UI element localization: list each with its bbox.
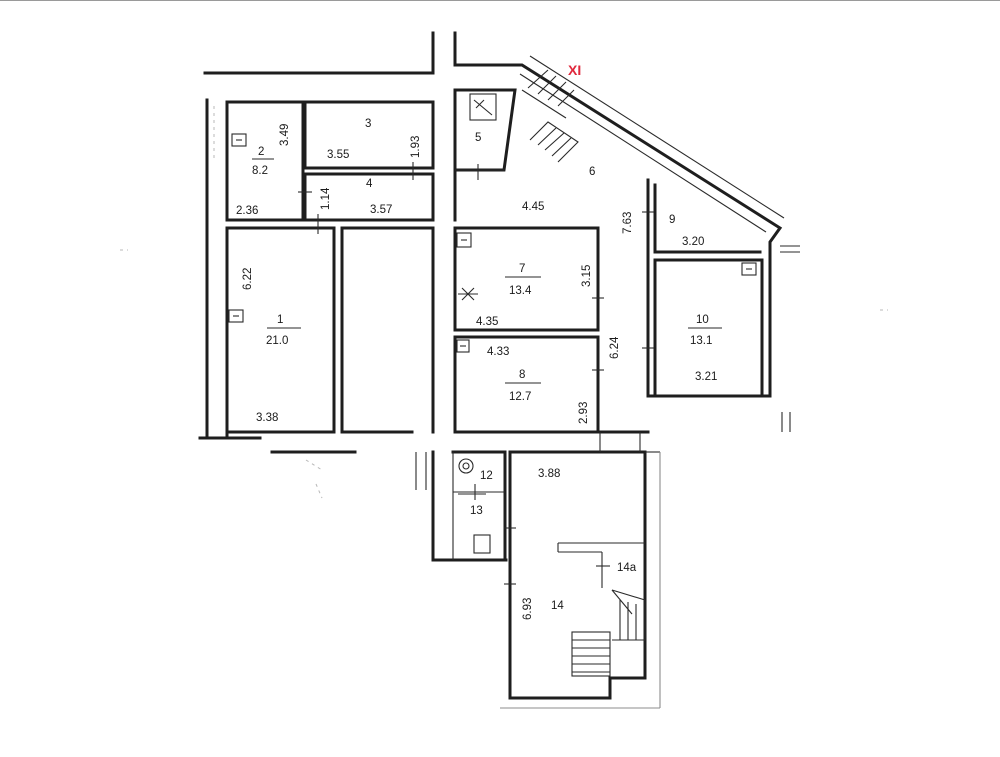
dim-3-55: 3.55	[327, 149, 349, 161]
room-14-number: 14	[551, 600, 564, 612]
dim-3-49: 3.49	[279, 124, 291, 146]
dim-2-93: 2.93	[578, 402, 590, 424]
dim-4-45: 4.45	[522, 201, 544, 213]
room-1-walls	[225, 226, 435, 438]
room-1-number: 1	[277, 314, 283, 326]
dim-3-15: 3.15	[581, 265, 593, 287]
room-9-number: 9	[669, 214, 675, 226]
dim-4-35: 4.35	[476, 316, 498, 328]
dim-1-93: 1.93	[410, 136, 422, 158]
dim-1-14: 1.14	[320, 187, 332, 210]
room-14-walls	[500, 450, 661, 709]
facade-stripes	[519, 55, 800, 432]
section-label: XI	[568, 62, 581, 78]
room-13-number: 13	[470, 505, 483, 517]
door-ticks	[298, 162, 654, 585]
area-underlines	[252, 158, 722, 384]
dim-3-21: 3.21	[695, 371, 717, 383]
stair-upper	[521, 69, 575, 119]
room-8-number: 8	[519, 369, 525, 381]
room-2-number: 2	[258, 146, 264, 158]
room-5-walls	[453, 88, 517, 172]
stair-room-14	[571, 589, 646, 677]
room-4-walls	[303, 172, 435, 222]
room-6-number: 6	[589, 166, 595, 178]
dim-3-57: 3.57	[370, 204, 392, 216]
dim-6-24: 6.24	[609, 336, 621, 359]
fixtures	[228, 133, 757, 353]
room-10-walls	[653, 258, 764, 398]
room-3-number: 3	[365, 118, 371, 130]
dim-3-88: 3.88	[538, 468, 560, 480]
room-10-number: 10	[696, 314, 709, 326]
room-9-walls	[653, 183, 762, 254]
room-7-area: 13.4	[509, 285, 532, 297]
dim-4-33: 4.33	[487, 346, 509, 358]
dim-6-93: 6.93	[522, 598, 534, 620]
room-7-walls	[453, 226, 600, 332]
dim-2-36: 2.36	[236, 205, 258, 217]
page-top-border	[0, 0, 1000, 1]
dim-3-38: 3.38	[256, 412, 278, 424]
room-10-area: 13.1	[690, 335, 712, 347]
room-2-area: 8.2	[252, 165, 268, 177]
room-2-walls	[225, 100, 305, 222]
room-8-area: 12.7	[509, 391, 531, 403]
outer-walls	[198, 31, 783, 454]
room-14a-number: 14a	[617, 562, 637, 574]
dim-7-63: 7.63	[622, 212, 634, 234]
faint-lines	[120, 106, 888, 499]
room-4-number: 4	[366, 178, 373, 190]
room-1-area: 21.0	[266, 335, 288, 347]
dim-3-20: 3.20	[682, 236, 704, 248]
room-12-number: 12	[480, 470, 493, 482]
room-3-walls	[303, 100, 435, 170]
room-12-13-walls	[431, 450, 508, 562]
room-5-number: 5	[475, 132, 481, 144]
dim-6-22: 6.22	[242, 268, 254, 290]
room-6-walls	[453, 168, 657, 398]
room-7-number: 7	[519, 263, 525, 275]
stair-lower	[529, 121, 579, 163]
